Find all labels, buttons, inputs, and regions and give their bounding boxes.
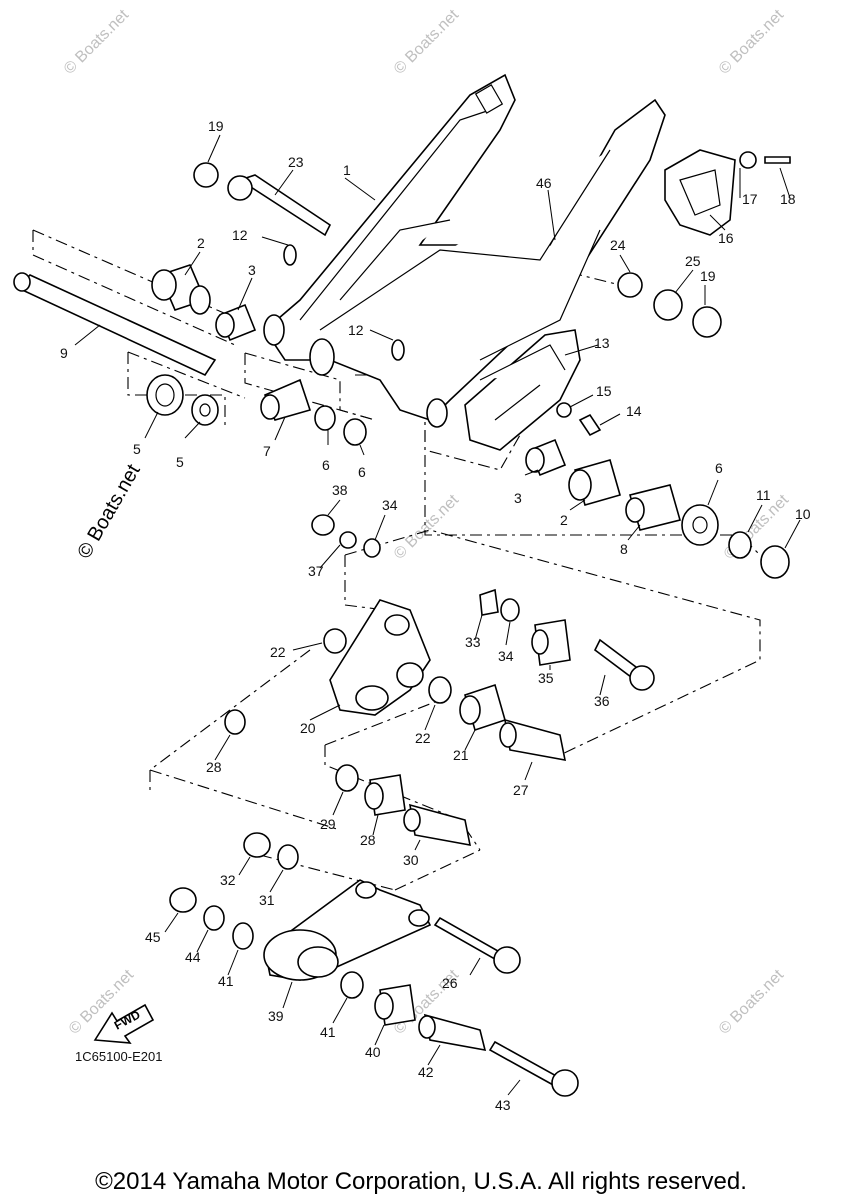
watermark: © Boats.net (391, 6, 463, 78)
callout-38: 38 (332, 482, 348, 498)
callout-27: 28 (360, 832, 376, 848)
callout-46: 46 (536, 175, 552, 191)
callout-18: 18 (780, 191, 796, 207)
callout-29: 30 (403, 852, 419, 868)
callout-numbers: 19 23 1 2 3 12 9 12 46 24 25 19 13 15 14… (60, 118, 811, 1113)
callout-41: 41 (218, 973, 234, 989)
callout-32: 32 (220, 872, 236, 888)
callout-5: 5 (133, 441, 141, 457)
callout-44: 44 (185, 949, 201, 965)
watermark: © Boats.net (716, 966, 788, 1038)
callout-7: 7 (263, 443, 271, 459)
callout-28: 28 (206, 759, 222, 775)
callout-11: 11 (756, 487, 771, 503)
swingarm-part[interactable] (263, 73, 666, 428)
callout-34: 34 (382, 497, 398, 513)
bolts[interactable] (227, 156, 791, 1097)
callout-12: 12 (348, 322, 364, 338)
callout-16: 16 (718, 230, 734, 246)
copyright-notice: ©2014 Yamaha Motor Corporation, U.S.A. A… (95, 1168, 747, 1195)
callout-23: 27 (513, 782, 529, 798)
callout-36: 36 (594, 693, 610, 709)
callout-6: 6 (322, 457, 330, 473)
callout-35: 35 (538, 670, 554, 686)
callout-15: 15 (596, 383, 612, 399)
washers-and-nuts[interactable] (146, 151, 790, 999)
callout-33: 33 (465, 634, 481, 650)
callout-19: 19 (700, 268, 716, 284)
chain-guard-part[interactable] (664, 149, 736, 236)
callout-31: 31 (259, 892, 275, 908)
callout-39: 39 (268, 1008, 284, 1024)
callout-43: 43 (495, 1097, 511, 1113)
callout-42: 42 (418, 1064, 434, 1080)
callout-3: 3 (248, 262, 256, 278)
connecting-rod-part[interactable] (263, 879, 432, 981)
watermark: © Boats.net (61, 6, 133, 78)
bushings[interactable] (151, 264, 681, 1052)
callout-2: 2 (560, 512, 568, 528)
leader-lines (74, 134, 801, 1096)
callout-40: 40 (365, 1044, 381, 1060)
callout-12: 12 (232, 227, 248, 243)
drawing-code: 1C65100-E201 (75, 1049, 162, 1064)
callout-13: 13 (594, 335, 610, 351)
chain-guide-part[interactable] (464, 329, 581, 451)
callout-45: 45 (145, 929, 161, 945)
watermark-side: © Boats.net (73, 460, 145, 562)
callout-4: 5 (176, 454, 184, 470)
callout-9: 9 (60, 345, 68, 361)
callout-41: 41 (320, 1024, 336, 1040)
callout-6: 6 (358, 464, 366, 480)
callout-22: 22 (270, 644, 286, 660)
callout-10: 10 (795, 506, 811, 522)
callout-26: 25 (685, 253, 701, 269)
pivot-shaft-part[interactable] (13, 272, 217, 377)
callout-17: 17 (742, 191, 758, 207)
callout-5: 6 (715, 460, 723, 476)
callout-21: 21 (453, 747, 469, 763)
callout-37: 37 (308, 563, 324, 579)
watermark: © Boats.net (391, 491, 463, 563)
callout-8: 8 (620, 541, 628, 557)
callout-1: 1 (343, 162, 351, 178)
callout-25: 24 (610, 237, 626, 253)
callout-3: 3 (514, 490, 522, 506)
callout-2: 2 (197, 235, 205, 251)
callout-14: 14 (626, 403, 642, 419)
callout-19: 19 (208, 118, 224, 134)
callout-30: 26 (442, 975, 458, 991)
callout-22: 22 (415, 730, 431, 746)
relay-arm-part[interactable] (329, 599, 431, 716)
callout-20: 20 (300, 720, 316, 736)
watermark: © Boats.net (716, 6, 788, 78)
callout-28: 29 (320, 816, 336, 832)
callout-34: 34 (498, 648, 514, 664)
callout-24: 23 (288, 154, 304, 170)
